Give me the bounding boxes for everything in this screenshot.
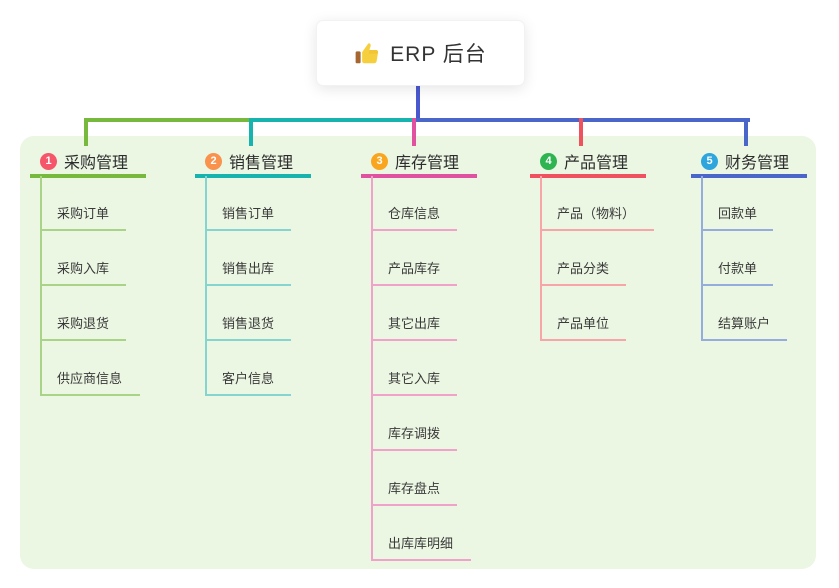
leaf-node[interactable]: 库存盘点: [388, 481, 441, 496]
branch-drop-line: [412, 118, 416, 146]
item-underline: [540, 339, 626, 341]
branch-drop-line: [84, 118, 88, 146]
leaf-node[interactable]: 产品（物料）: [557, 206, 636, 221]
branches-panel: [20, 136, 816, 569]
item-underline: [205, 284, 291, 286]
branch-underline: [691, 174, 807, 178]
leaf-node[interactable]: 付款单: [718, 261, 758, 276]
branch-label: 产品管理: [564, 155, 629, 172]
branch-number-badge: 5: [701, 152, 718, 170]
branch-label: 库存管理: [395, 155, 460, 172]
root-node-erp[interactable]: ERP 后台: [316, 20, 525, 86]
thumbs-up-icon: [354, 40, 380, 66]
branch-label: 采购管理: [64, 155, 129, 172]
branch-node-4[interactable]: 4 产品管理: [540, 148, 628, 174]
branch-drop-line: [744, 118, 748, 146]
branch-underline: [361, 174, 477, 178]
item-underline: [40, 394, 140, 396]
branch-underline: [195, 174, 311, 178]
branch-number-badge: 3: [371, 152, 388, 170]
branch-number-badge: 2: [205, 152, 222, 170]
root-connector-line: [416, 84, 420, 122]
item-underline: [371, 229, 457, 231]
branch-trunk-line: [701, 176, 703, 341]
branch-node-5[interactable]: 5 财务管理: [701, 148, 789, 174]
root-title: ERP 后台: [390, 43, 487, 66]
branch-underline: [30, 174, 146, 178]
leaf-node[interactable]: 采购订单: [57, 206, 110, 221]
branch-trunk-line: [371, 176, 373, 561]
leaf-node[interactable]: 出库库明细: [388, 536, 454, 551]
item-underline: [205, 394, 291, 396]
leaf-node[interactable]: 库存调拨: [388, 426, 441, 441]
branch-number-badge: 4: [540, 152, 557, 170]
branch-trunk-line: [40, 176, 42, 396]
leaf-node[interactable]: 其它入库: [388, 371, 441, 386]
leaf-node[interactable]: 仓库信息: [388, 206, 441, 221]
leaf-node[interactable]: 产品库存: [388, 261, 441, 276]
branch-drop-line: [249, 118, 253, 146]
item-underline: [40, 229, 126, 231]
item-underline: [371, 284, 457, 286]
item-underline: [205, 339, 291, 341]
bus-line-blue: [416, 118, 750, 122]
leaf-node[interactable]: 结算账户: [718, 316, 771, 331]
item-underline: [701, 229, 773, 231]
leaf-node[interactable]: 供应商信息: [57, 371, 123, 386]
leaf-node[interactable]: 采购退货: [57, 316, 110, 331]
item-underline: [205, 229, 291, 231]
branch-number-badge: 1: [40, 152, 57, 170]
leaf-node[interactable]: 销售出库: [222, 261, 275, 276]
item-underline: [371, 339, 457, 341]
branch-trunk-line: [540, 176, 542, 341]
branch-node-2[interactable]: 2 销售管理: [205, 148, 293, 174]
item-underline: [371, 394, 457, 396]
bus-line-teal: [251, 118, 420, 122]
item-underline: [371, 559, 471, 561]
branch-label: 销售管理: [229, 155, 294, 172]
leaf-node[interactable]: 客户信息: [222, 371, 275, 386]
branch-node-3[interactable]: 3 库存管理: [371, 148, 459, 174]
branch-drop-line: [579, 118, 583, 146]
branch-trunk-line: [205, 176, 207, 396]
branch-label: 财务管理: [725, 155, 790, 172]
item-underline: [540, 284, 626, 286]
branch-node-1[interactable]: 1 采购管理: [40, 148, 128, 174]
item-underline: [371, 449, 457, 451]
item-underline: [701, 339, 787, 341]
leaf-node[interactable]: 采购入库: [57, 261, 110, 276]
leaf-node[interactable]: 其它出库: [388, 316, 441, 331]
item-underline: [40, 284, 126, 286]
leaf-node[interactable]: 产品单位: [557, 316, 610, 331]
item-underline: [701, 284, 773, 286]
item-underline: [540, 229, 654, 231]
leaf-node[interactable]: 回款单: [718, 206, 758, 221]
leaf-node[interactable]: 产品分类: [557, 261, 610, 276]
item-underline: [40, 339, 126, 341]
leaf-node[interactable]: 销售退货: [222, 316, 275, 331]
leaf-node[interactable]: 销售订单: [222, 206, 275, 221]
branch-underline: [530, 174, 646, 178]
item-underline: [371, 504, 457, 506]
